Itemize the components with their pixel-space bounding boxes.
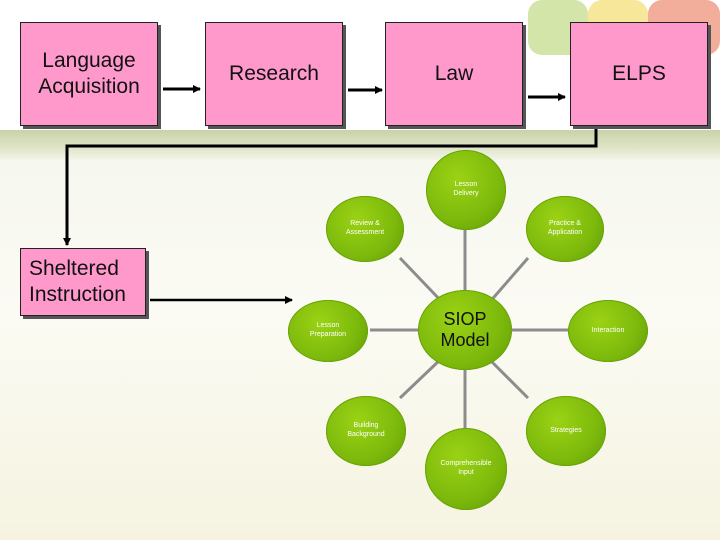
elps-label: ELPS [612,61,666,85]
interaction-node: Interaction [568,300,648,362]
siop-hub: SIOP Model [418,290,512,370]
law-label: Law [434,61,474,85]
lesson-preparation-label: Lesson Preparation [309,322,347,338]
comprehensible-input-label: Comprehensible Input [440,460,492,476]
arrow-elps-to-sheltered [63,128,598,246]
comprehensible-input-node: Comprehensible Input [425,428,507,510]
interaction-label: Interaction [591,326,625,334]
law-box: Law [385,22,523,126]
sheltered-instruction-box: Sheltered Instruction [20,248,146,316]
practice-application-label: Practice & Application [547,220,583,236]
practice-application-node: Practice & Application [526,196,604,262]
strategies-label: Strategies [550,426,582,434]
lesson-delivery-label: Lesson Delivery [453,181,479,197]
building-background-node: Building Background [326,396,406,466]
language-acquisition-box: Language Acquisition [20,22,158,126]
elps-box: ELPS [570,22,708,126]
building-background-label: Building Background [347,422,385,438]
lesson-delivery-node: Lesson Delivery [426,150,506,230]
language-acquisition-label: Language Acquisition [38,48,140,98]
lesson-preparation-node: Lesson Preparation [288,300,368,362]
sheltered-instruction-label: Sheltered Instruction [29,256,126,306]
siop-hub-label: SIOP Model [440,309,490,350]
research-box: Research [205,22,343,126]
siop-spokes [370,228,568,428]
strategies-node: Strategies [526,396,606,466]
review-assessment-label: Review & Assessment [345,220,385,236]
review-assessment-node: Review & Assessment [326,196,404,262]
research-label: Research [229,61,319,85]
